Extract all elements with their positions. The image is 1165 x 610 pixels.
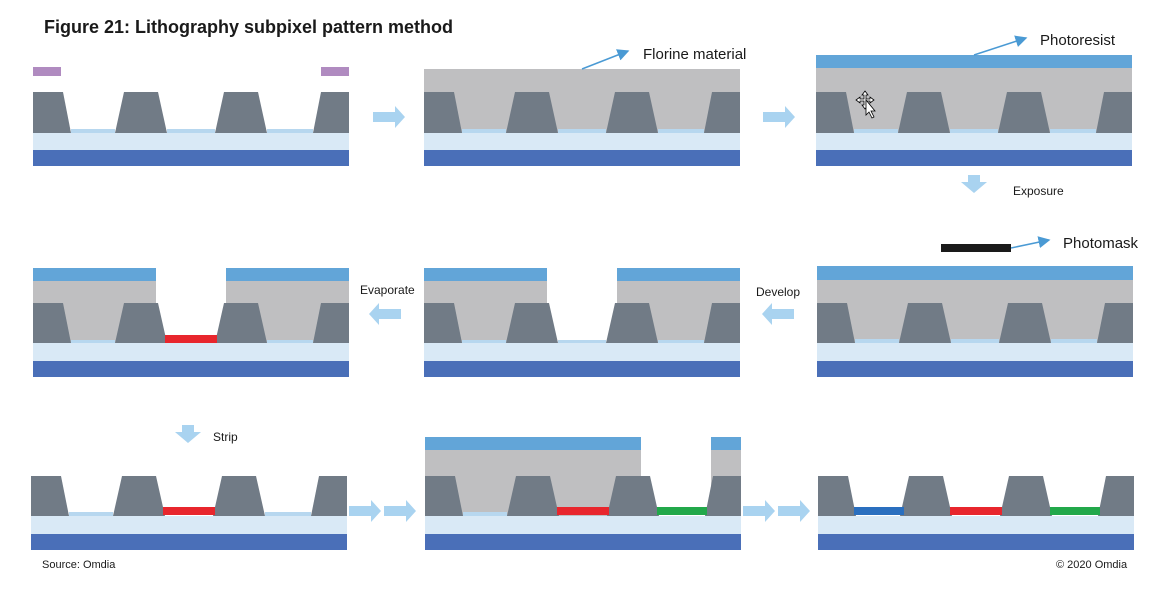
bank [115,92,167,133]
panel-step-1-substrate [33,60,349,200]
florine-material-label: Florine material [643,46,747,63]
arrow-left-icon [369,303,401,325]
exposure-label: Exposure [1013,184,1064,198]
copyright-note: © 2020 Omdia [1056,559,1128,571]
bank [215,92,267,133]
shadow-mask-left [33,67,61,76]
arrow-right-icon [778,500,810,522]
move-cursor-icon [855,90,876,119]
panel-step-6-evaporated-red [33,268,349,408]
panel-step-5-developed [424,268,740,408]
florine-callout-line [581,49,630,70]
red-subpixel [557,507,609,515]
red-subpixel [163,507,215,515]
blue-subpixel [854,507,904,515]
substrate [33,150,349,166]
photoresist-callout-line [973,35,1028,56]
bank [33,92,71,133]
photoresist-layer [816,55,1132,68]
panel-step-7-stripped [31,470,347,610]
strip-label: Strip [213,430,238,444]
photoresist-label: Photoresist [1040,32,1116,49]
florine-layer [424,69,740,133]
arrow-right-icon [373,106,405,128]
shadow-mask-right [321,67,349,76]
panel-step-9-rgb [818,470,1134,610]
photomask-bar [941,244,1011,252]
bank [313,92,349,133]
photomask-callout-line [1010,236,1051,249]
source-note: Source: Omdia [42,559,116,571]
panel-step-4-exposure [817,266,1133,406]
red-subpixel [165,335,217,343]
green-subpixel [1050,507,1100,515]
panel-step-2-florine [424,60,740,200]
red-subpixel [950,507,1002,515]
arrow-down-icon [961,175,987,193]
arrow-down-icon [175,425,201,443]
panel-step-8-green [425,437,741,577]
arrow-right-icon [743,500,775,522]
arrow-right-icon [384,500,416,522]
arrow-right-icon [763,106,795,128]
develop-label: Develop [756,285,801,299]
photomask-label: Photomask [1063,235,1139,252]
green-subpixel [657,507,707,515]
arrow-right-icon [349,500,381,522]
figure-title: Figure 21: Lithography subpixel pattern … [44,17,454,37]
light-layer [33,133,349,150]
evaporate-label: Evaporate [360,283,415,297]
flow-arrows-overlay [175,35,1051,522]
arrow-left-icon [762,303,794,325]
